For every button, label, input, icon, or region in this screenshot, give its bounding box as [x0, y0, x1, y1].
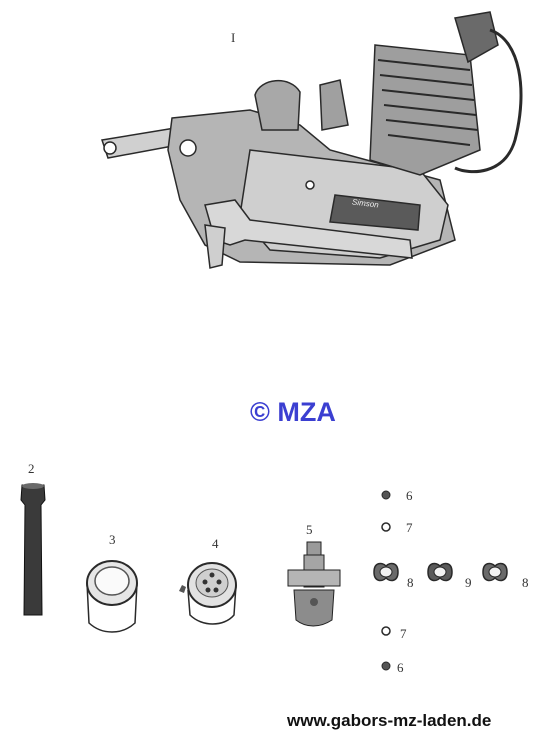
part-8-right-label: 8 — [522, 575, 529, 590]
part-4-label: 4 — [212, 536, 219, 551]
part-3-label: 3 — [109, 532, 116, 547]
part-7-bottom-label: 7 — [400, 626, 407, 641]
part-6-bottom-label: 6 — [397, 660, 404, 675]
part-4-filter — [179, 562, 237, 625]
part-3-cap — [86, 560, 138, 633]
part-7-top-label: 7 — [406, 520, 413, 535]
part-9-label: 9 — [465, 575, 472, 590]
part-2-sleeve — [20, 483, 46, 616]
part-8-left-label: 8 — [407, 575, 414, 590]
engine-illustration — [101, 11, 523, 269]
part-5-carburettor — [287, 541, 341, 627]
part-5-label: 5 — [306, 522, 313, 537]
part-6-top-label: 6 — [406, 488, 413, 503]
part-2-label: 2 — [28, 461, 35, 476]
copyright-mark: © MZA — [250, 397, 336, 427]
figure-number: I — [231, 30, 236, 45]
footer-website-url: www.gabors-mz-laden.de — [287, 711, 492, 730]
parts-6-9-illustration — [373, 490, 508, 671]
